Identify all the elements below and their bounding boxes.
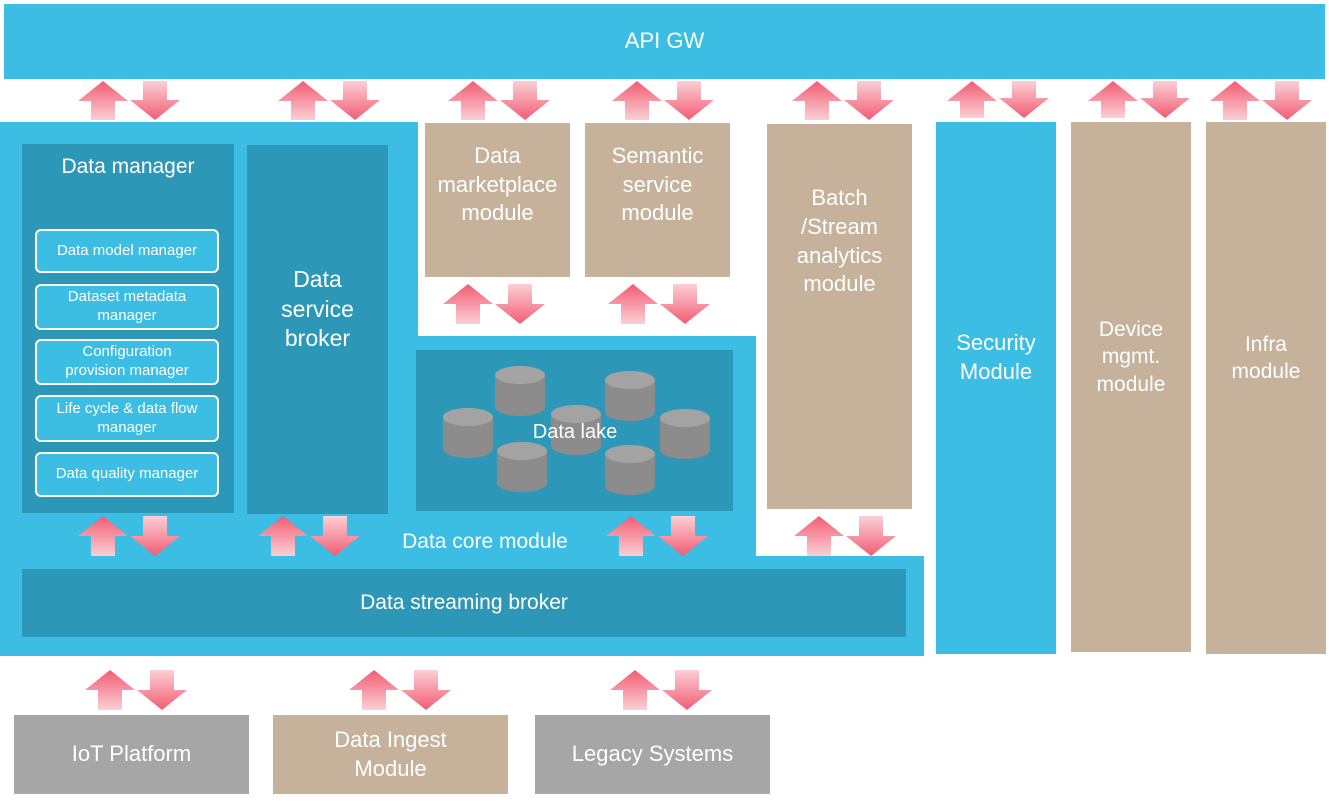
iot-platform: IoT Platform bbox=[14, 715, 249, 794]
database-cylinder-icon bbox=[605, 371, 655, 421]
down-arrow-icon bbox=[1262, 81, 1312, 120]
up-arrow-icon bbox=[78, 81, 128, 120]
database-cylinder-icon bbox=[495, 366, 545, 416]
bidirectional-arrow-icon bbox=[1210, 81, 1312, 120]
up-arrow-icon bbox=[85, 670, 135, 710]
down-arrow-icon bbox=[846, 516, 896, 556]
bidirectional-arrow-icon bbox=[278, 81, 380, 120]
database-cylinder-icon bbox=[443, 408, 493, 458]
up-arrow-icon bbox=[612, 81, 662, 120]
data-marketplace-module: Data marketplace module bbox=[425, 123, 570, 277]
lifecycle-dataflow-manager[interactable]: Life cycle & data flow manager bbox=[35, 395, 219, 442]
bidirectional-arrow-icon bbox=[606, 516, 708, 556]
data-core-module-label: Data core module bbox=[402, 530, 568, 554]
up-arrow-icon bbox=[1088, 81, 1138, 118]
data-lake-label: Data lake bbox=[532, 421, 618, 443]
down-arrow-icon bbox=[660, 284, 710, 324]
data-quality-manager[interactable]: Data quality manager bbox=[35, 452, 219, 497]
data-manager-title: Data manager bbox=[61, 155, 195, 179]
bidirectional-arrow-icon bbox=[612, 81, 714, 120]
database-cylinder-icon bbox=[660, 409, 710, 459]
bidirectional-arrow-icon bbox=[349, 670, 451, 710]
up-arrow-icon bbox=[448, 81, 498, 120]
up-arrow-icon bbox=[794, 516, 844, 556]
down-arrow-icon bbox=[330, 81, 380, 120]
up-arrow-icon bbox=[606, 516, 656, 556]
database-cylinder-icon bbox=[551, 405, 601, 455]
bidirectional-arrow-icon bbox=[794, 516, 896, 556]
up-arrow-icon bbox=[258, 516, 308, 556]
batch-stream-analytics-module: Batch /Stream analytics module bbox=[767, 124, 912, 509]
bidirectional-arrow-icon bbox=[85, 670, 187, 710]
down-arrow-icon bbox=[844, 81, 894, 120]
down-arrow-icon bbox=[500, 81, 550, 120]
infra-module: Infra module bbox=[1206, 122, 1326, 654]
down-arrow-icon bbox=[658, 516, 708, 556]
up-arrow-icon bbox=[610, 670, 660, 710]
bidirectional-arrow-icon bbox=[608, 284, 710, 324]
legacy-systems: Legacy Systems bbox=[535, 715, 770, 794]
bidirectional-arrow-icon bbox=[610, 670, 712, 710]
database-cylinder-icon bbox=[497, 442, 547, 492]
down-arrow-icon bbox=[130, 516, 180, 556]
down-arrow-icon bbox=[137, 670, 187, 710]
up-arrow-icon bbox=[443, 284, 493, 324]
up-arrow-icon bbox=[78, 516, 128, 556]
down-arrow-icon bbox=[310, 516, 360, 556]
security-module: Security Module bbox=[936, 122, 1056, 654]
api-gateway: API GW bbox=[4, 4, 1325, 79]
bidirectional-arrow-icon bbox=[792, 81, 894, 120]
down-arrow-icon bbox=[662, 670, 712, 710]
device-mgmt-module: Device mgmt. module bbox=[1071, 122, 1191, 652]
data-service-broker: Data service broker bbox=[247, 145, 388, 514]
up-arrow-icon bbox=[349, 670, 399, 710]
bidirectional-arrow-icon bbox=[78, 81, 180, 120]
data-model-manager[interactable]: Data model manager bbox=[35, 229, 219, 273]
down-arrow-icon bbox=[664, 81, 714, 120]
up-arrow-icon bbox=[278, 81, 328, 120]
down-arrow-icon bbox=[130, 81, 180, 120]
configuration-provision-manager[interactable]: Configuration provision manager bbox=[35, 339, 219, 385]
up-arrow-icon bbox=[947, 81, 997, 118]
semantic-service-module: Semantic service module bbox=[585, 123, 730, 277]
up-arrow-icon bbox=[792, 81, 842, 120]
data-streaming-broker: Data streaming broker bbox=[22, 569, 906, 637]
bidirectional-arrow-icon bbox=[448, 81, 550, 120]
bidirectional-arrow-icon bbox=[947, 81, 1049, 118]
down-arrow-icon bbox=[1140, 81, 1190, 118]
database-cylinder-icon bbox=[605, 445, 655, 495]
bidirectional-arrow-icon bbox=[1088, 81, 1190, 118]
data-ingest-module: Data Ingest Module bbox=[273, 715, 508, 794]
dataset-metadata-manager[interactable]: Dataset metadata manager bbox=[35, 284, 219, 330]
bidirectional-arrow-icon bbox=[258, 516, 360, 556]
up-arrow-icon bbox=[608, 284, 658, 324]
bidirectional-arrow-icon bbox=[443, 284, 545, 324]
bidirectional-arrow-icon bbox=[78, 516, 180, 556]
down-arrow-icon bbox=[495, 284, 545, 324]
api-gateway-label: API GW bbox=[624, 28, 705, 54]
down-arrow-icon bbox=[401, 670, 451, 710]
up-arrow-icon bbox=[1210, 81, 1260, 120]
down-arrow-icon bbox=[999, 81, 1049, 118]
